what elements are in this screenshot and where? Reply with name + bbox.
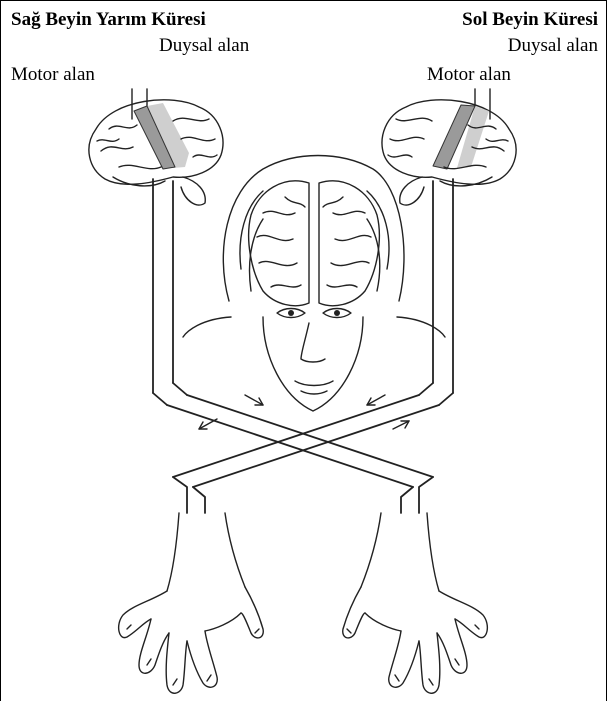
nose [301,323,325,362]
head-illustration [183,156,445,412]
right-side-hand-illustration [343,513,488,693]
left-brain-top [319,181,379,306]
right-hemisphere-brain-icon [89,100,223,205]
mouth [295,381,333,386]
direction-arrows [199,395,409,429]
left-side-hand-illustration [119,513,264,693]
left-hemisphere-brain-icon [382,100,516,205]
face-outline [263,317,363,411]
right-brain-top [249,181,309,306]
